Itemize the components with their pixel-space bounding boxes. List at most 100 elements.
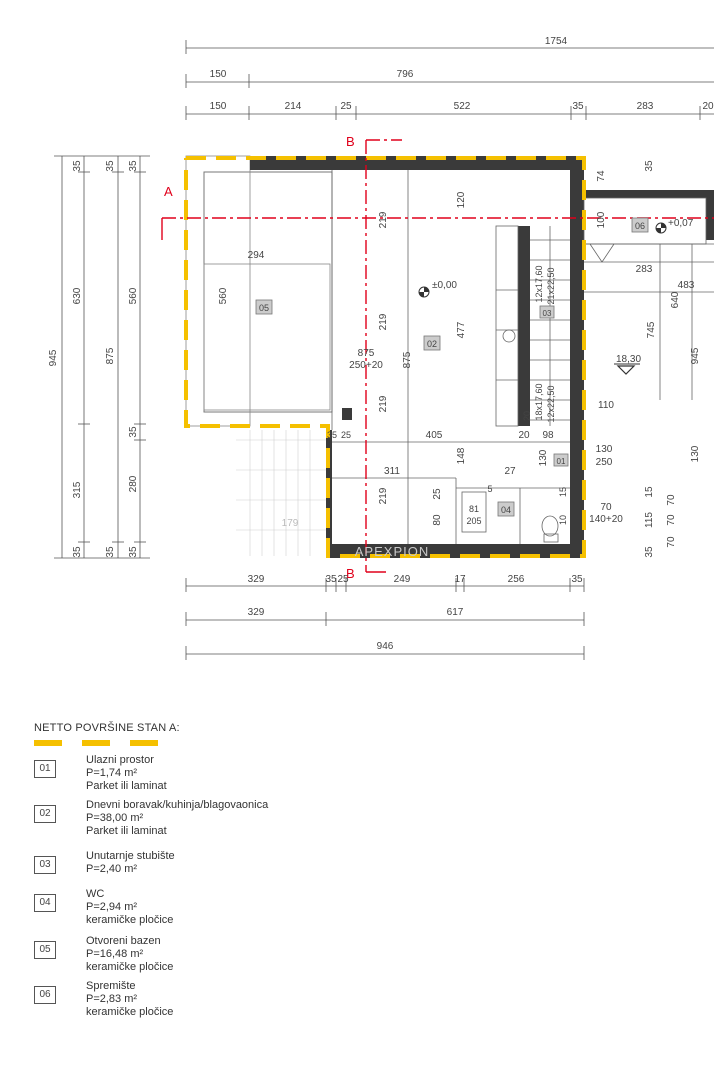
- dim-int: 250: [596, 457, 613, 468]
- dim-left-inner2-3: 35: [128, 426, 139, 438]
- room-tag-05: 05: [255, 299, 273, 315]
- legend-item-area: P=2,94 m²: [86, 901, 138, 913]
- dim-int: 219: [378, 211, 389, 228]
- floor-plan-drawing: 1754 150 796 150 214 25 522 35 283 20 94…: [48, 36, 714, 660]
- level-outdoor: 18,30: [616, 354, 641, 365]
- level-marker-main-icon: [418, 286, 430, 298]
- dim-int: 483: [678, 280, 695, 291]
- dim-int: 130: [596, 444, 613, 455]
- interior-lines: [331, 170, 714, 544]
- room-tag-06: 06: [631, 217, 649, 233]
- section-b-label-bottom: B: [346, 566, 355, 581]
- dim-bottom-row1-2: 35: [325, 574, 337, 585]
- svg-text:01: 01: [557, 457, 566, 466]
- dim-left-inner2-4: 280: [128, 475, 139, 492]
- dim-int: 945: [690, 347, 701, 364]
- dim-left-inner-2: 875: [105, 347, 116, 364]
- dim-left-mid-3: 315: [72, 481, 83, 498]
- dim-int: 120: [456, 191, 467, 208]
- legend-item-area: P=1,74 m²: [86, 767, 138, 779]
- dim-int: 81: [469, 504, 479, 514]
- dim-bottom-row1-3: 25: [337, 574, 349, 585]
- dim-bottom-row1-7: 35: [571, 574, 583, 585]
- svg-text:02: 02: [427, 339, 437, 349]
- legend-item-area: P=2,40 m²: [86, 863, 138, 875]
- dim-int: 35: [644, 160, 655, 172]
- dim-int: 311: [384, 466, 400, 477]
- dim-top-row3-1: 150: [210, 101, 227, 112]
- dim-int: 115: [644, 512, 655, 528]
- dim-int: 179: [282, 518, 299, 529]
- dim-int: 74: [596, 170, 607, 182]
- dim-int: 875: [358, 348, 375, 359]
- dim-int: 15: [558, 487, 568, 497]
- legend-item-floor: keramičke pločice: [86, 961, 174, 973]
- legend-item-name: Dnevni boravak/kuhinja/blagovaonica: [86, 799, 269, 811]
- dim-left-mid-4: 35: [72, 546, 83, 558]
- legend-item-area: P=2,83 m²: [86, 993, 138, 1005]
- left-dimension-chains: [54, 155, 150, 559]
- dim-int: 130: [690, 445, 701, 462]
- legend-item-number: 01: [34, 760, 56, 778]
- dim-int: 100: [596, 211, 607, 228]
- dim-top-row3-3: 25: [340, 101, 352, 112]
- dim-int: 205: [466, 516, 481, 526]
- dim-left-inner-1: 35: [105, 160, 116, 172]
- legend-item-number: 03: [34, 856, 56, 874]
- dim-int: 219: [378, 487, 389, 504]
- legend-item-name: Unutarnje stubište: [86, 850, 175, 862]
- level-storage: +0,07: [668, 218, 694, 229]
- dim-top-row2-2: 796: [397, 69, 414, 80]
- dim-int: 140+20: [589, 514, 623, 525]
- stair-dim: 12x22,50: [546, 385, 556, 422]
- dim-bottom-row1-4: 249: [394, 574, 411, 585]
- dim-bottom-total: 946: [377, 641, 394, 652]
- dim-int: 35: [327, 430, 337, 440]
- dim-int: 20: [522, 411, 532, 421]
- terrace-hatch: [236, 430, 326, 556]
- dim-left-inner-3: 35: [105, 546, 116, 558]
- dim-top-row2-1: 150: [210, 69, 227, 80]
- dim-int: 477: [456, 321, 467, 338]
- interior-dimension-labels: 294 560 120 219 219 219 219 477 875 875 …: [218, 160, 701, 558]
- dim-bottom-row2-1: 329: [248, 607, 265, 618]
- section-b-label-top: B: [346, 134, 355, 149]
- level-marker-storage-icon: [655, 222, 667, 234]
- stair-dim: 18x17,60: [534, 383, 544, 420]
- legend-title: NETTO POVRŠINE STAN A:: [34, 722, 180, 734]
- legend-item-name: Ulazni prostor: [86, 754, 154, 766]
- dim-left-inner2-1: 35: [128, 160, 139, 172]
- legend-item-area: P=38,00 m²: [86, 812, 144, 824]
- stair-dim: 21x22,50: [546, 267, 556, 304]
- dim-left-mid-2: 630: [72, 287, 83, 304]
- dim-int: 10: [558, 515, 568, 525]
- bottom-dimension-chains: [185, 578, 585, 660]
- legend-item-number: 05: [34, 941, 56, 959]
- legend-item-floor: keramičke pločice: [86, 1006, 174, 1018]
- dim-top-row3-2: 214: [285, 101, 302, 112]
- dim-bottom-row1-6: 256: [508, 574, 525, 585]
- legend-item-area: P=16,48 m²: [86, 948, 144, 960]
- dim-top-row3-7: 20: [702, 101, 714, 112]
- dim-int: 70: [666, 514, 677, 526]
- dim-int: 294: [248, 250, 265, 261]
- stair-dim: 12x17,60: [534, 265, 544, 302]
- dim-int: 745: [646, 321, 657, 338]
- dim-top-row3-4: 522: [454, 101, 471, 112]
- dim-int: 35: [644, 546, 655, 558]
- legend-item-name: Otvoreni bazen: [86, 935, 161, 947]
- dim-int: 15: [644, 486, 655, 498]
- dim-int: 130: [538, 449, 549, 466]
- legend-item-floor: keramičke pločice: [86, 914, 174, 926]
- legend-outline-sample: [34, 740, 172, 746]
- room-tag-04: 04: [497, 501, 515, 517]
- dim-int: 98: [542, 430, 554, 441]
- dim-int: 70: [666, 494, 677, 506]
- dim-left-outer: 945: [48, 349, 59, 366]
- watermark: APEXPION: [355, 544, 429, 559]
- room-tag-02: 02: [423, 335, 441, 351]
- dim-int: 405: [426, 430, 443, 441]
- section-lines: [162, 139, 714, 572]
- legend-item-name: WC: [86, 888, 105, 900]
- dim-int: 110: [598, 400, 614, 411]
